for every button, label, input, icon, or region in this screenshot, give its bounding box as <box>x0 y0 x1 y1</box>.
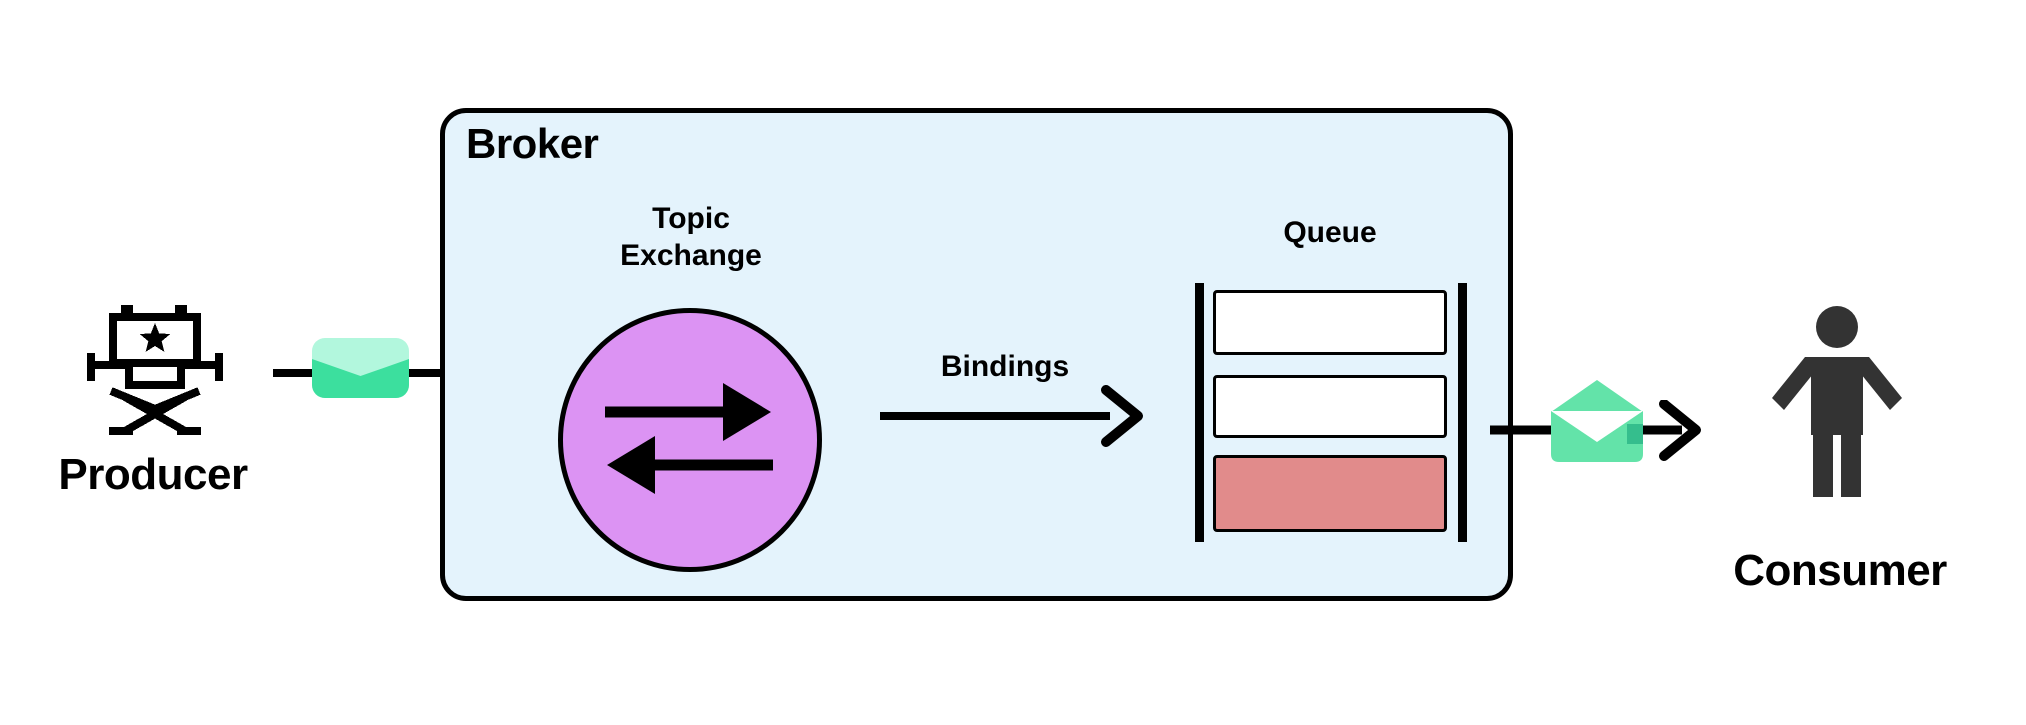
queue-left-bar <box>1195 283 1204 542</box>
queue-right-bar <box>1458 283 1467 542</box>
topic-exchange-node <box>558 308 822 572</box>
queue-label: Queue <box>1283 216 1377 249</box>
director-chair-icon <box>87 305 223 435</box>
closed-envelope-icon <box>312 338 409 398</box>
exchange-label: Topic Exchange <box>571 200 811 274</box>
producer-label: Producer <box>58 450 248 499</box>
queue-item <box>1213 375 1447 438</box>
arrow-exchange-to-queue <box>880 385 1143 447</box>
bindings-label: Bindings <box>940 350 1070 383</box>
consumer-label: Consumer <box>1733 546 1947 595</box>
swap-arrows-icon <box>605 383 773 494</box>
person-icon <box>1772 306 1902 497</box>
broker-title: Broker <box>466 120 599 167</box>
exchange-label-line2: Exchange <box>620 239 762 272</box>
queue-item-filled <box>1213 455 1447 532</box>
exchange-label-line1: Topic <box>652 202 730 235</box>
open-envelope-icon <box>1551 380 1643 462</box>
queue-item <box>1213 290 1447 355</box>
